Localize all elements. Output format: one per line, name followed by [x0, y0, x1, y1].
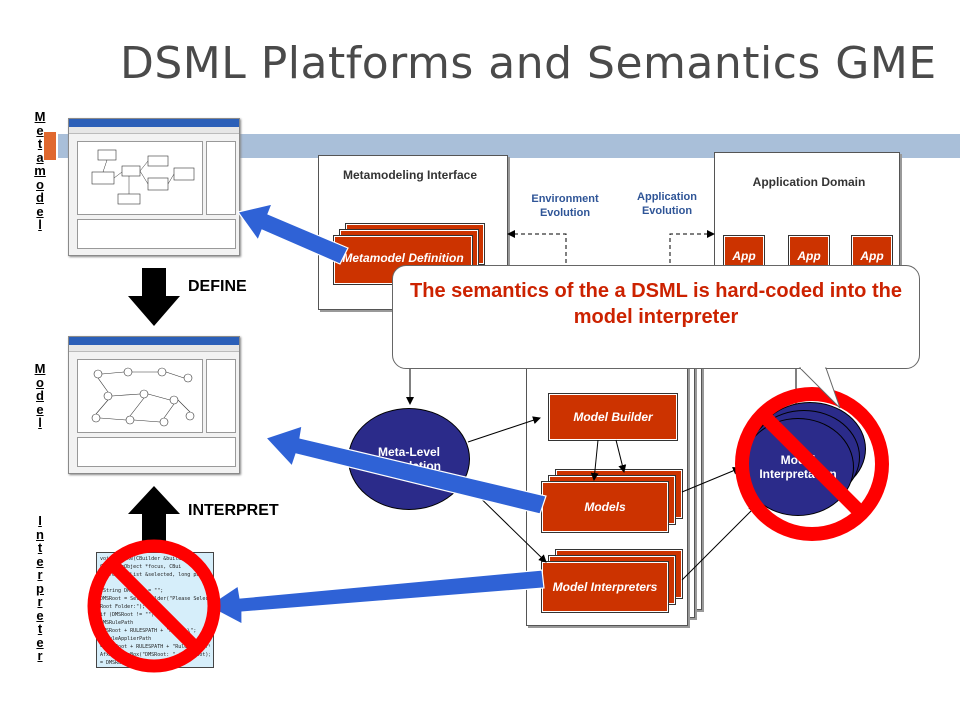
blue-arrow-to-model	[264, 425, 547, 515]
blue-arrow-to-interpreter	[206, 569, 545, 625]
callout-text: The semantics of the a DSML is hard-code…	[410, 280, 902, 328]
code-line: MSRuleApplierPath	[100, 636, 152, 642]
code-line: lderObjectList &selected, long param)	[100, 572, 210, 578]
define-block-arrow	[128, 268, 180, 326]
metamodel-definition-box: Metamodel Definition	[334, 236, 472, 284]
code-line: DMSRulePath	[100, 620, 134, 626]
application-domain-title: Application Domain	[752, 175, 866, 189]
blue-arrow-to-metamodel	[236, 203, 349, 265]
application-evolution-label: Application Evolution	[637, 191, 697, 217]
translation-to-builder-line	[467, 416, 541, 443]
interpret-block-arrow	[128, 486, 180, 548]
application-evolution-connector	[669, 230, 715, 270]
environment-evolution-label: Environment Evolution	[531, 193, 599, 219]
slide-title: DSML Platforms and Semantics GME	[120, 38, 937, 89]
code-line: CBuilderObject *focus, CBui	[100, 564, 182, 570]
prohibition-sign-interpretation	[735, 387, 889, 541]
interpreters-to-interpretation-line	[681, 505, 757, 581]
code-line: = DMSRoot + RULESPATH + "RuleApplier\\";	[100, 644, 210, 650]
builder-to-models-line-2	[615, 439, 627, 473]
code-line: if (DMSRoot != "") {	[100, 612, 161, 618]
models-box: Models	[542, 482, 668, 532]
code-line: void Invoke(CBuilder &builder,	[100, 556, 191, 562]
semantics-callout: The semantics of the a DSML is hard-code…	[392, 265, 920, 369]
prohibition-sign-interpreter	[87, 539, 221, 673]
metamodel-editor-screenshot	[68, 118, 240, 256]
code-line: DMSRoot + RULESPATH + "Rules\\";	[100, 628, 197, 634]
code-line: Root Folder:");	[100, 604, 146, 610]
environment-evolution-connector	[507, 230, 567, 270]
interpret-label: INTERPRET	[188, 502, 279, 519]
define-label: DEFINE	[188, 278, 247, 295]
metamodeling-interface-title: Metamodeling Interface	[342, 168, 478, 182]
model-editor-screenshot	[68, 336, 240, 474]
builder-to-models-line-1	[590, 439, 599, 481]
model-builder-box: Model Builder	[549, 394, 677, 440]
models-to-interpretation-line	[681, 466, 741, 493]
title-accent-square	[44, 132, 56, 160]
code-line: AfxMessageBox("DMSRoot: " + DMSRoot);	[100, 652, 210, 658]
